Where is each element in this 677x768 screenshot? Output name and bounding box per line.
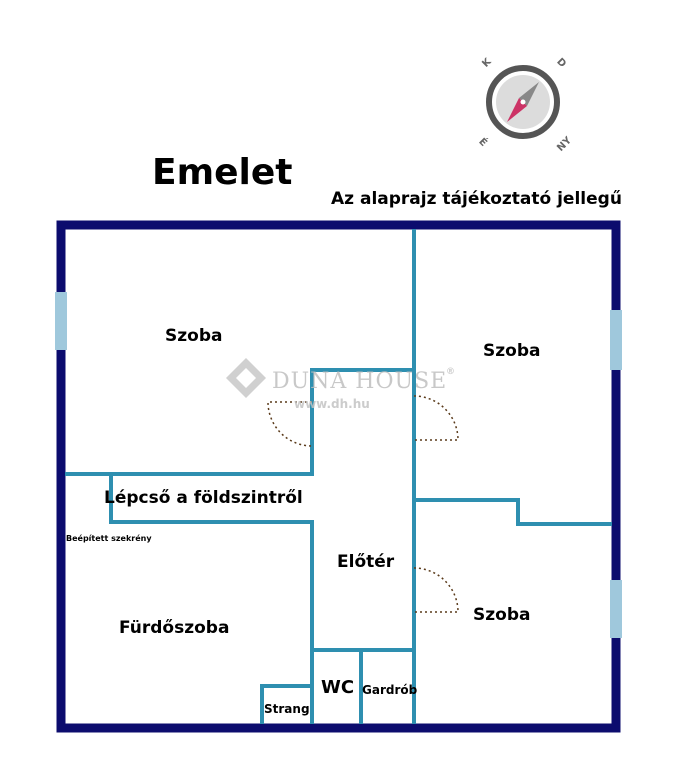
watermark-name: DUNA HOUSE — [272, 369, 447, 394]
wall-stair-lower — [109, 474, 314, 724]
watermark-url: www.dh.hu — [294, 397, 370, 411]
inner-walls — [65, 229, 612, 724]
outer-wall — [56, 220, 621, 733]
window-east-lower — [610, 580, 622, 638]
compass-icon: K D NY É — [476, 56, 574, 154]
room-label-szoba-top-right: Szoba — [483, 341, 540, 361]
wall-szoba-stair — [65, 368, 414, 476]
watermark: DUNA HOUSE ® www.dh.hu — [226, 358, 455, 411]
wall-strang — [260, 684, 312, 724]
door-swings — [267, 395, 459, 613]
compass-letter-d: D — [554, 56, 568, 70]
room-label-szoba-bottom-right: Szoba — [473, 605, 530, 625]
window-east-upper — [610, 310, 622, 370]
window-west — [55, 292, 67, 350]
compass-letter-e: É — [476, 135, 490, 149]
door-szoba-bottom-right — [413, 567, 459, 613]
compass-letter-k: K — [480, 56, 494, 70]
room-label-lepcso: Lépcső a földszintről — [104, 488, 303, 508]
windows — [55, 292, 622, 638]
wall-right-rooms — [414, 498, 612, 526]
page-title: Emelet — [152, 152, 292, 193]
watermark-reg: ® — [446, 367, 455, 377]
door-szoba-left — [267, 401, 313, 447]
room-label-strang: Strang — [264, 702, 310, 716]
room-label-wc: WC — [321, 677, 354, 698]
door-szoba-top-right — [413, 395, 459, 441]
compass-letter-ny: NY — [555, 135, 574, 154]
room-label-szoba-top-left: Szoba — [165, 326, 222, 346]
room-label-eloter: Előtér — [337, 552, 395, 572]
room-label-gardrob: Gardrób — [362, 683, 418, 697]
room-label-furdoszoba: Fürdőszoba — [119, 618, 229, 638]
plan-disclaimer: Az alaprajz tájékoztató jellegű — [331, 189, 622, 209]
room-label-beepitett-szekreny: Beépített szekrény — [66, 533, 152, 543]
